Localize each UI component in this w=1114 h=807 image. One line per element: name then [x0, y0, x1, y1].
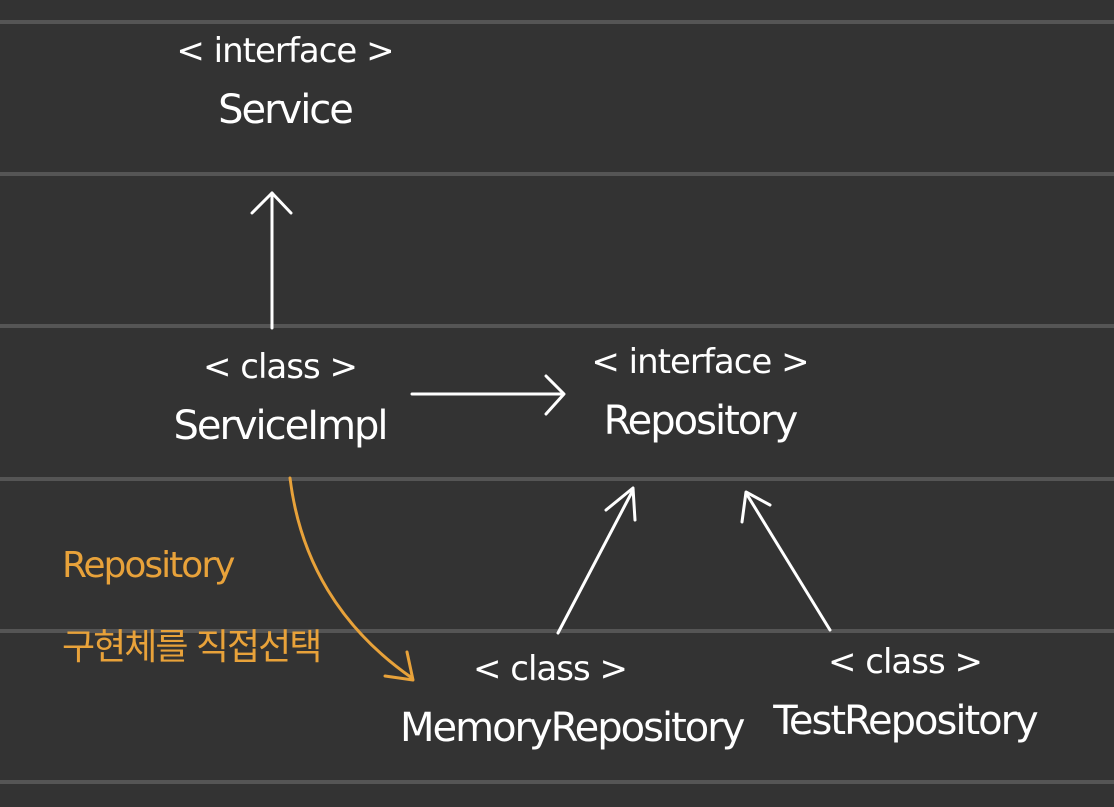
class-name: ServiceImpl: [173, 403, 388, 449]
ruled-line: [0, 172, 1114, 176]
stereotype-label: < class >: [828, 642, 983, 682]
stereotype-label: < class >: [473, 649, 628, 689]
stereotype-label: < interface >: [176, 31, 394, 71]
ruled-line: [0, 20, 1114, 24]
ruled-line: [0, 324, 1114, 328]
note-line-1: Repository: [62, 545, 235, 586]
class-name: TestRepository: [773, 698, 1038, 744]
memory-repository-node: < class > MemoryRepository: [400, 649, 745, 751]
service-impl-node: < class > ServiceImpl: [150, 350, 410, 446]
realization-arrow-testrepository-to-repository: [740, 490, 832, 632]
class-name: MemoryRepository: [400, 705, 745, 751]
ruled-line: [0, 629, 1114, 633]
class-name: Repository: [603, 398, 799, 444]
selection-arrow-serviceimpl-to-memoryrepository: [288, 476, 415, 682]
service-node: < interface > Service: [150, 34, 420, 130]
dependency-arrow-serviceimpl-to-repository: [410, 374, 566, 416]
ruled-line: [0, 780, 1114, 784]
realization-arrow-serviceimpl-to-service: [250, 191, 293, 330]
note-line-2: 구현체를 직접선택: [62, 627, 322, 668]
stereotype-label: < interface >: [591, 342, 809, 382]
repository-node: < interface > Repository: [570, 345, 830, 441]
test-repository-node: < class > TestRepository: [770, 645, 1040, 741]
stereotype-label: < class >: [203, 347, 358, 387]
class-name: Service: [218, 87, 354, 133]
ruled-line: [0, 477, 1114, 481]
realization-arrow-memoryrepository-to-repository: [556, 486, 637, 635]
